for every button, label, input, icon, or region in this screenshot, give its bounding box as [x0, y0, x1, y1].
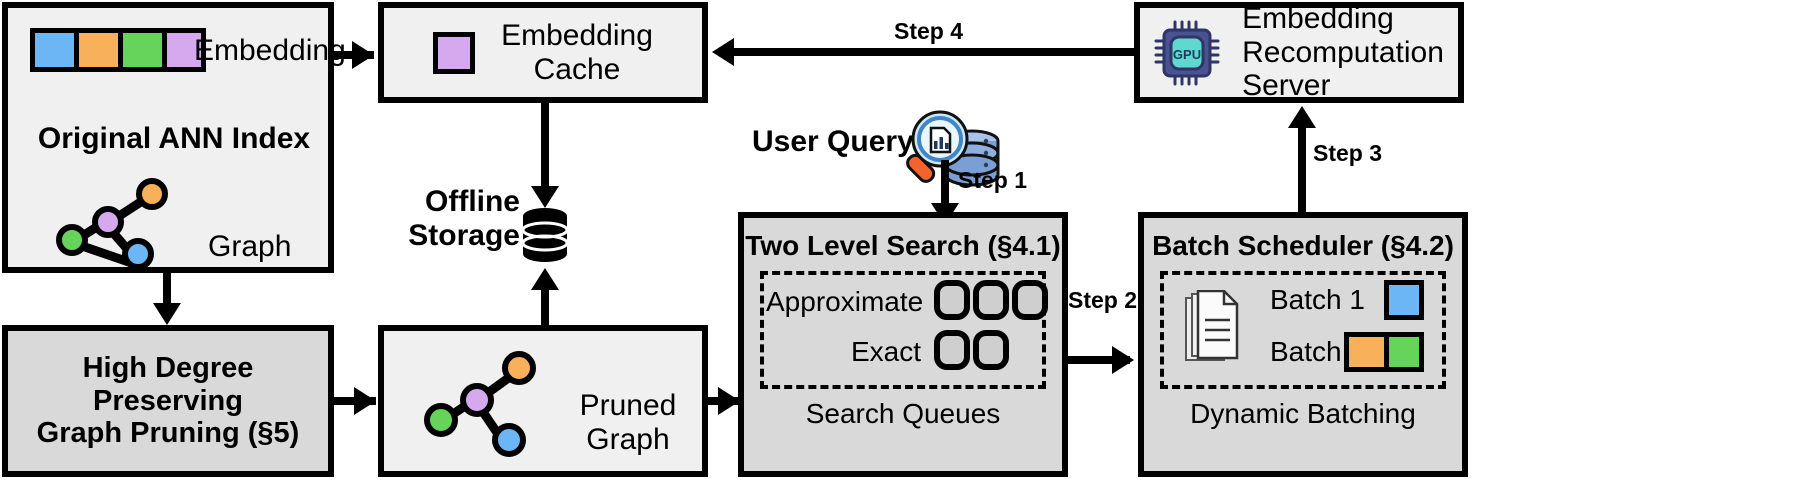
approximate-slot [973, 280, 1009, 320]
graph-pruning-title: High Degree Preserving Graph Pruning (§5… [36, 352, 300, 450]
ann-graph-illustration [48, 176, 168, 271]
original-ann-index-title: Original ANN Index [37, 122, 311, 155]
approximate-slot [934, 280, 970, 320]
dynamic-batching-footer: Dynamic Batching [1190, 398, 1416, 429]
embedding-label: Embedding [194, 34, 346, 67]
arrow-pruning-to-pruned-head [354, 387, 376, 415]
gpu-chip-icon: GPU [1154, 20, 1220, 85]
arrow-step2-head [1112, 346, 1134, 374]
embedding-swatch-orange [74, 28, 118, 72]
arrow-ann-to-pruning-line [163, 273, 171, 308]
approximate-row-label: Approximate [766, 286, 924, 317]
pruned-node-purple [460, 383, 494, 417]
graph-pruning-box: High Degree Preserving Graph Pruning (§5… [2, 325, 334, 477]
exact-queue-slots [934, 330, 1009, 370]
ann-node-orange [136, 178, 168, 210]
offline-storage-label: Offline Storage [408, 185, 520, 252]
search-queues-footer: Search Queues [805, 398, 1001, 429]
search-queues-dashed-region [760, 271, 1046, 389]
batch-1-swatch-blue [1384, 280, 1424, 320]
arrow-cache-to-storage-head [531, 186, 559, 208]
database-cylinder-icon [521, 208, 569, 262]
graph-label: Graph [208, 230, 292, 263]
recomputation-server-box: GPU Embedding Recomputation Server [1134, 2, 1464, 103]
dynamic-batching-dashed-region [1160, 271, 1446, 389]
exact-slot [973, 330, 1009, 370]
search-database-icon [906, 110, 1000, 187]
original-ann-index-box: Embedding Original ANN Index Graph [2, 2, 346, 273]
step-4-label: Step 4 [894, 18, 964, 44]
two-level-search-box: Two Level Search (§4.1) Approximate Exac… [738, 212, 1068, 477]
pruned-node-green [424, 403, 458, 437]
pruned-node-blue [492, 423, 526, 457]
arrow-ann-to-pruning-head [153, 303, 181, 325]
approximate-queue-slots [934, 280, 1048, 320]
batch-scheduler-title: Batch Scheduler (§4.2) [1152, 230, 1454, 261]
pruned-node-orange [502, 351, 536, 385]
arrow-step2-line [1068, 356, 1130, 364]
svg-text:GPU: GPU [1173, 47, 1201, 62]
embedding-cache-box: Embedding Cache [378, 2, 708, 103]
batch-2-swatch-orange [1344, 332, 1384, 372]
pruned-graph-box: Pruned Graph [378, 325, 708, 477]
embedding-swatch-purple [162, 28, 206, 72]
user-query-label: User Query [752, 125, 914, 158]
arrow-step1-line [941, 160, 949, 208]
exact-row-label: Exact [851, 336, 922, 367]
embedding-swatch-green [118, 28, 162, 72]
exact-slot [934, 330, 970, 370]
pruned-graph-label: Pruned Graph [579, 389, 677, 456]
step-2-label: Step 2 [1068, 287, 1138, 313]
ann-node-green [56, 224, 88, 256]
arrow-pruned-to-storage-head [531, 268, 559, 290]
ann-node-blue [122, 238, 154, 270]
arrow-pruned-to-search-head [718, 387, 740, 415]
batch-scheduler-box: Batch Scheduler (§4.2) Batch 1 Batch 2 D… [1138, 212, 1468, 477]
step-1-label: Step 1 [958, 167, 1028, 193]
recomputation-server-title: Embedding Recomputation Server [1242, 2, 1444, 103]
arrow-step3-head [1288, 106, 1316, 128]
pruned-graph-illustration [410, 351, 540, 461]
batch-2-swatches [1344, 332, 1424, 372]
arrow-step4-head [712, 38, 734, 66]
ann-node-purple [92, 206, 124, 238]
approximate-slot [1012, 280, 1048, 320]
batch-1-swatches [1384, 280, 1424, 320]
batch-2-swatch-green [1384, 332, 1424, 372]
arrow-cache-to-storage-line [541, 103, 549, 191]
arrow-step3-line [1298, 128, 1306, 212]
documents-stack-icon [1185, 290, 1239, 361]
embedding-cache-title: Embedding Cache [501, 18, 653, 86]
embedding-cache-swatch [433, 31, 476, 74]
arrow-ann-to-cache-head [352, 41, 374, 69]
step-3-label: Step 3 [1313, 140, 1383, 166]
arrow-step4-line [730, 48, 1136, 56]
two-level-search-title: Two Level Search (§4.1) [745, 230, 1061, 261]
arrow-pruned-to-storage-line [541, 290, 549, 328]
batch-1-label: Batch 1 [1270, 284, 1365, 315]
embedding-swatch-row [30, 28, 206, 72]
embedding-swatch-blue [30, 28, 74, 72]
